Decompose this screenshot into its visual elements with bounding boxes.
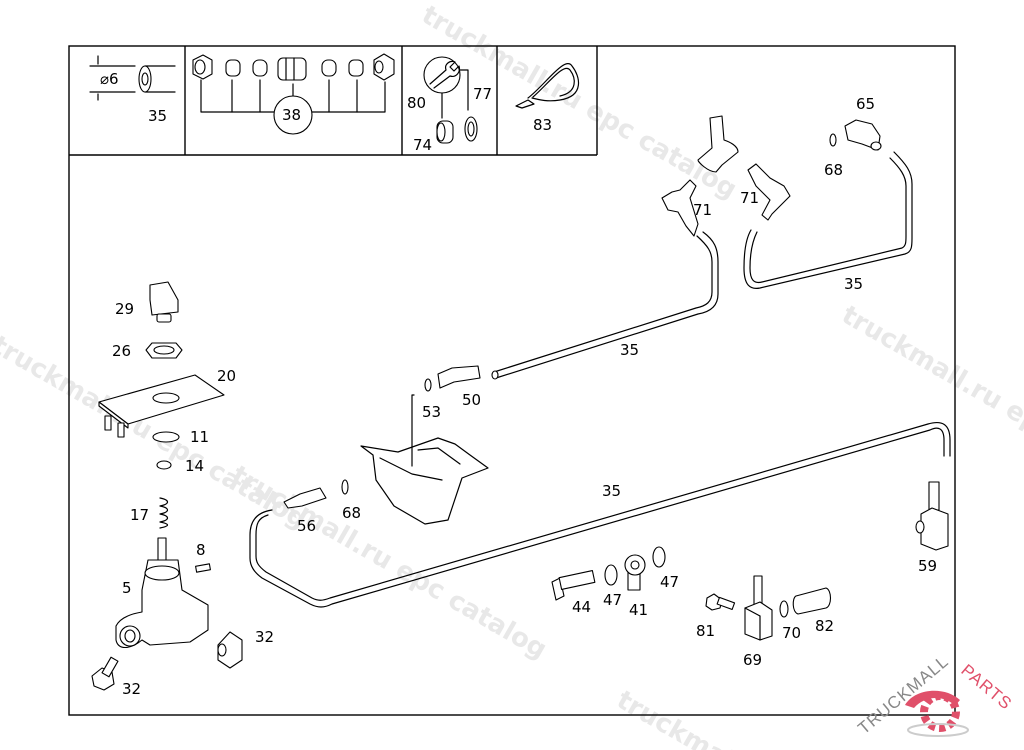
callout-65: 65 [856,95,875,113]
watermark-text: truckmall.ru epc catalog [417,0,742,205]
callout-68: 68 [824,161,843,179]
callout-14: 14 [185,457,204,475]
tee-block-59: 59 [915,481,949,575]
swoosh-icon [907,723,969,737]
watermark-text: truckmall.ru epc catalog [227,460,552,665]
callout-80: 80 [407,94,426,112]
callout-32: 32 [255,628,274,646]
drip-tray [360,437,489,525]
callout-20: 20 [217,367,236,385]
gear-icon [920,692,960,732]
callout-17: 17 [130,506,149,524]
tube-35-long: 35 [249,421,951,608]
callout-69: 69 [743,651,762,669]
callout-29: 29 [115,300,134,318]
callout-70: 70 [782,624,801,642]
callout-26: 26 [112,342,131,360]
fitting-tee-71-top: 71 71 [661,115,791,237]
callout-47: 47 [660,573,679,591]
truckmallparts-logo: TRUCKMALL PARTS [854,652,1015,739]
diameter-label: ⌀6 [100,70,119,88]
callout-44: 44 [572,598,591,616]
callout-81: 81 [696,622,715,640]
watermark-text: truckmall.ru epc catalog [837,300,1024,505]
inset-tools-80-77-74: 80 77 74 [407,56,492,154]
tee-block-69: 81 69 70 82 [696,575,834,669]
callout-47: 47 [603,591,622,609]
callout-77: 77 [473,85,492,103]
callout-74: 74 [413,136,432,154]
callout-35: 35 [844,275,863,293]
callout-35: 35 [620,341,639,359]
connector-50-53: 53 50 [411,365,481,467]
inset-boxes [69,46,598,156]
callout-38: 38 [282,106,301,124]
callout-35: 35 [602,482,621,500]
callout-5: 5 [122,579,132,597]
callout-56: 56 [297,517,316,535]
inset-tube-35: ⌀6 35 [89,55,176,125]
callout-71: 71 [693,201,712,219]
connector-56-68: 56 68 [283,479,361,535]
fuel-tap-5: 17 8 5 32 32 [91,497,274,698]
banjo-assembly: 44 47 41 47 [551,546,679,619]
callout-53: 53 [422,403,441,421]
callout-59: 59 [918,557,937,575]
inset-cable-tie-83: 83 [515,63,579,134]
tube-35-upper-right: 35 [743,151,913,293]
diagram-frame [68,45,956,716]
callout-83: 83 [533,116,552,134]
callout-68: 68 [342,504,361,522]
inset-fittings-38: 38 [192,53,395,135]
callout-35: 35 [148,107,167,125]
callout-82: 82 [815,617,834,635]
tube-35-upper-left: 35 [491,231,719,380]
callout-32: 32 [122,680,141,698]
callout-8: 8 [196,541,206,559]
callout-50: 50 [462,391,481,409]
brand-accent-text: PARTS [957,661,1015,714]
callout-11: 11 [190,428,209,446]
callout-71: 71 [740,189,759,207]
knob-assembly: 29 26 20 11 14 [98,281,236,475]
callout-41: 41 [629,601,648,619]
fitting-tee-65: 65 68 [824,95,882,179]
